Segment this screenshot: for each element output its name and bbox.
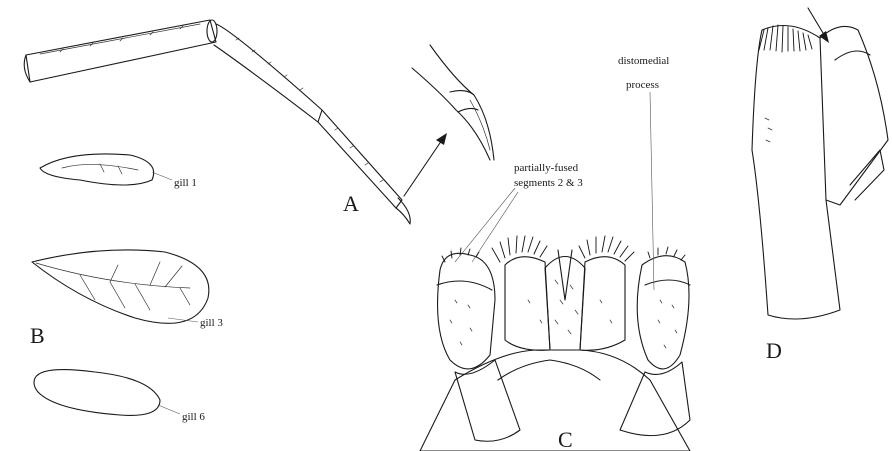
panel-label-a: A [343,191,359,216]
panel-label-d: D [766,338,782,363]
gill-6-label: gill 6 [182,411,205,423]
distomedial-label-line1: distomedial [618,55,669,67]
maxilla-drawing [752,8,888,319]
panel-label-c: C [558,427,573,451]
leg-drawing [24,20,447,224]
gill-1-label: gill 1 [174,177,197,189]
gill-3-label: gill 3 [200,317,223,329]
partially-fused-label-line1: partially-fused [514,162,579,174]
claw-detail [412,45,494,160]
distomedial-label-line2: process [626,79,659,91]
labium-drawing [420,92,690,451]
gill-3-drawing [32,250,209,323]
gill-1-drawing [40,154,172,185]
partially-fused-label-line2: segments 2 & 3 [514,177,583,189]
panel-label-b: B [30,323,45,348]
gill-6-drawing [34,370,180,416]
